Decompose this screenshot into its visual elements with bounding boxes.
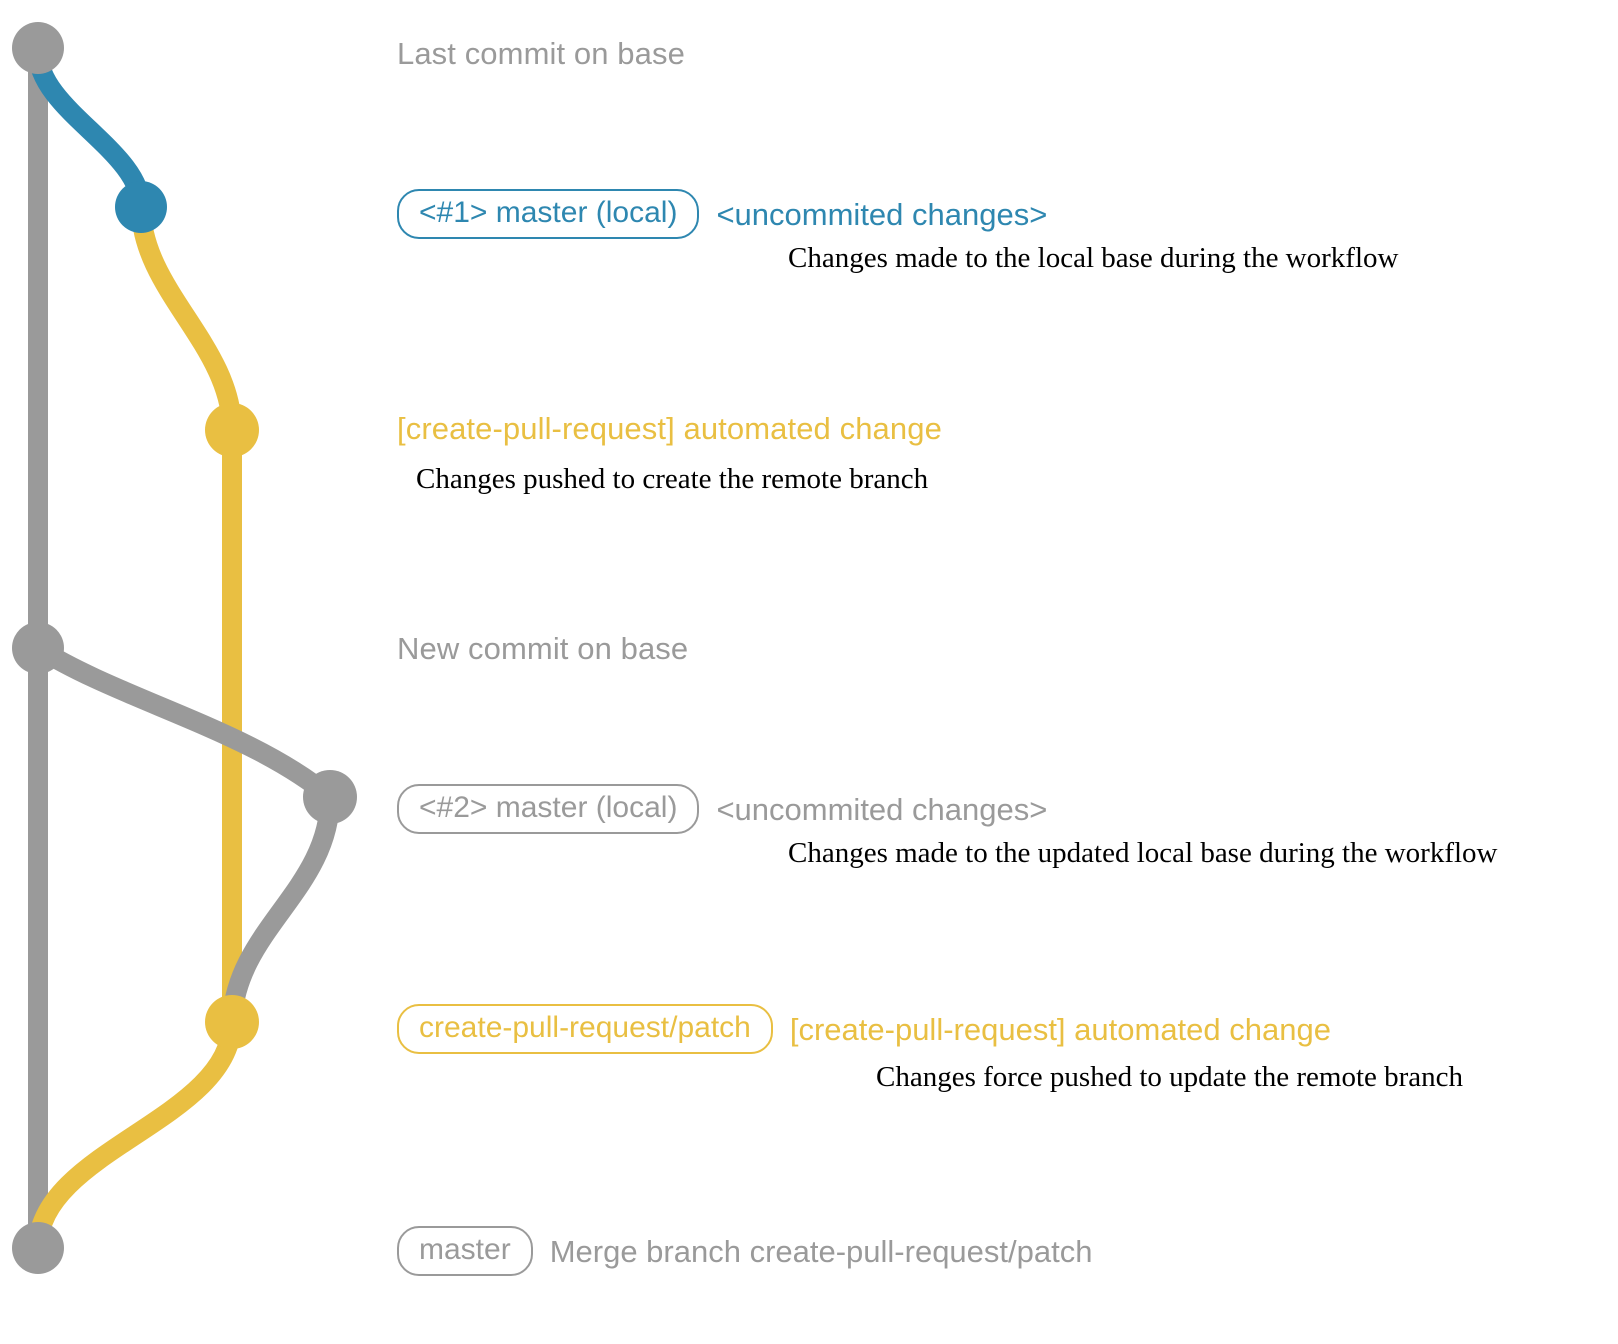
node-patch-2	[205, 995, 259, 1049]
row-merge-master: master Merge branch create-pull-request/…	[397, 1226, 1092, 1276]
node-patch-1	[205, 403, 259, 457]
branch-badge-master-local-1[interactable]: <#1> master (local)	[397, 189, 700, 239]
caption-local-changes-1: Changes made to the local base during th…	[788, 242, 1399, 274]
branch-badge-master-local-2[interactable]: <#2> master (local)	[397, 784, 700, 834]
row-automated-change-1: [create-pull-request] automated change	[397, 411, 942, 447]
edge-basenew-to-local2	[28, 638, 340, 807]
commit-message: New commit on base	[397, 631, 689, 666]
commit-message: Merge branch create-pull-request/patch	[549, 1233, 1093, 1269]
node-local-2	[303, 770, 357, 824]
git-graph	[12, 22, 357, 1274]
commit-message: [create-pull-request] automated change	[397, 411, 942, 446]
row-last-commit-on-base: Last commit on base	[397, 36, 685, 72]
edge-local1-to-patch1	[131, 197, 242, 440]
branch-badge-create-pull-request-patch[interactable]: create-pull-request/patch	[397, 1004, 773, 1054]
node-base-merge	[12, 1222, 64, 1274]
row-master-local-2: <#2> master (local) <uncommited changes>	[397, 784, 1047, 834]
caption-local-changes-2: Changes made to the updated local base d…	[788, 837, 1498, 869]
caption-force-pushed-remote-branch: Changes force pushed to update the remot…	[876, 1061, 1464, 1093]
commit-message: <uncommited changes>	[716, 196, 1048, 232]
commit-message: [create-pull-request] automated change	[789, 1011, 1331, 1047]
row-automated-change-2: create-pull-request/patch [create-pull-r…	[397, 1004, 1331, 1054]
row-master-local-1: <#1> master (local) <uncommited changes>	[397, 189, 1047, 239]
node-base-top	[12, 22, 64, 74]
commit-message: <uncommited changes>	[716, 791, 1048, 827]
edge-local2-to-patch2	[222, 787, 340, 1032]
row-new-commit-on-base: New commit on base	[397, 631, 688, 667]
commit-message: Last commit on base	[397, 36, 685, 71]
branch-badge-master[interactable]: master	[397, 1226, 533, 1276]
node-base-new	[12, 622, 64, 674]
node-local-1	[115, 181, 167, 233]
edge-patch2-to-merge	[28, 1012, 242, 1258]
caption-pushed-remote-branch: Changes pushed to create the remote bran…	[416, 463, 929, 495]
